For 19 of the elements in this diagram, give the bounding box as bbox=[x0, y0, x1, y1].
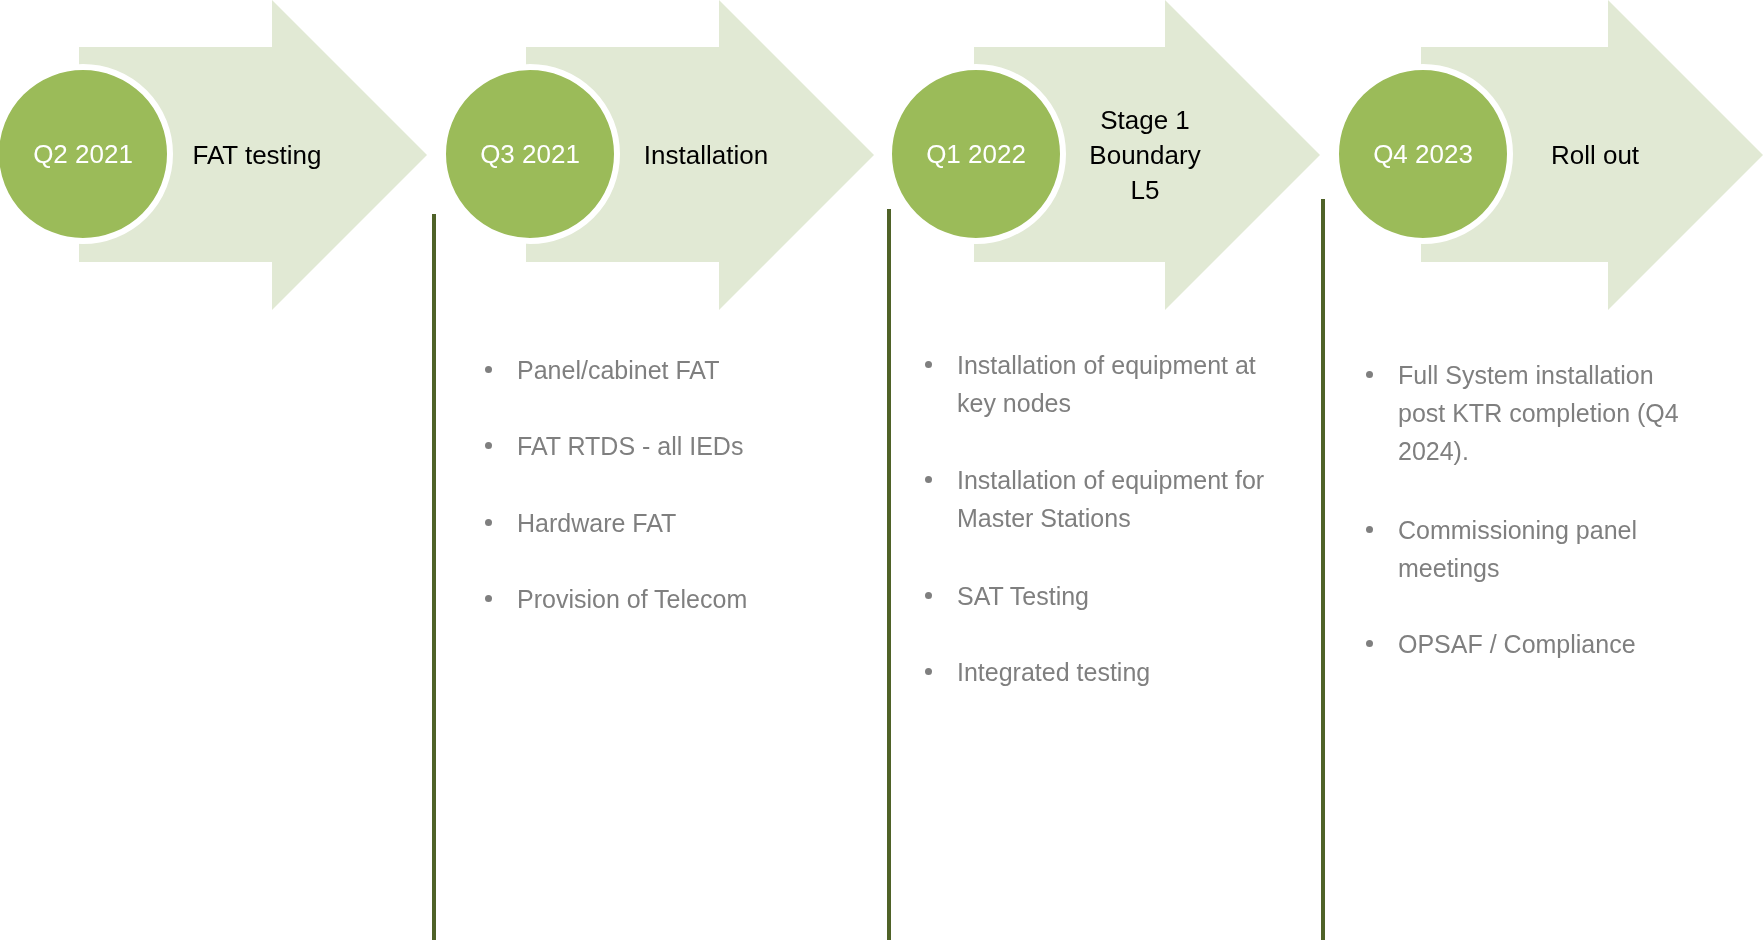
bullet-text: Integrated testing bbox=[957, 657, 1152, 688]
bullet-text: Hardware FAT bbox=[517, 508, 678, 539]
milestone-date: Q2 2021 bbox=[33, 138, 133, 170]
milestone-date: Q1 2022 bbox=[926, 138, 1026, 170]
bullet-text: Installation of equipment at key nodes bbox=[957, 350, 1257, 419]
phase-title: Stage 1 Boundary L5 bbox=[1088, 103, 1202, 207]
milestone-date: Q4 2023 bbox=[1373, 138, 1473, 170]
bullet-text: Commissioning panel meetings bbox=[1398, 515, 1638, 584]
bullet-text: Installation of equipment for Master Stations bbox=[957, 465, 1266, 534]
bullet-text: Panel/cabinet FAT bbox=[517, 355, 721, 386]
bullet-text: OPSAF / Compliance bbox=[1398, 629, 1637, 660]
phase-title: Installation bbox=[642, 138, 770, 172]
phase-title: Roll out bbox=[1549, 138, 1641, 172]
bullet-text: FAT RTDS - all IEDs bbox=[517, 431, 745, 462]
bullet-text: Full System installation post KTR completion (Q4 2024). bbox=[1398, 360, 1680, 467]
milestone-date: Q3 2021 bbox=[480, 138, 580, 170]
bullet-text: SAT Testing bbox=[957, 581, 1091, 612]
bullet-text: Provision of Telecom bbox=[517, 584, 749, 615]
phase-title: FAT testing bbox=[191, 138, 323, 172]
